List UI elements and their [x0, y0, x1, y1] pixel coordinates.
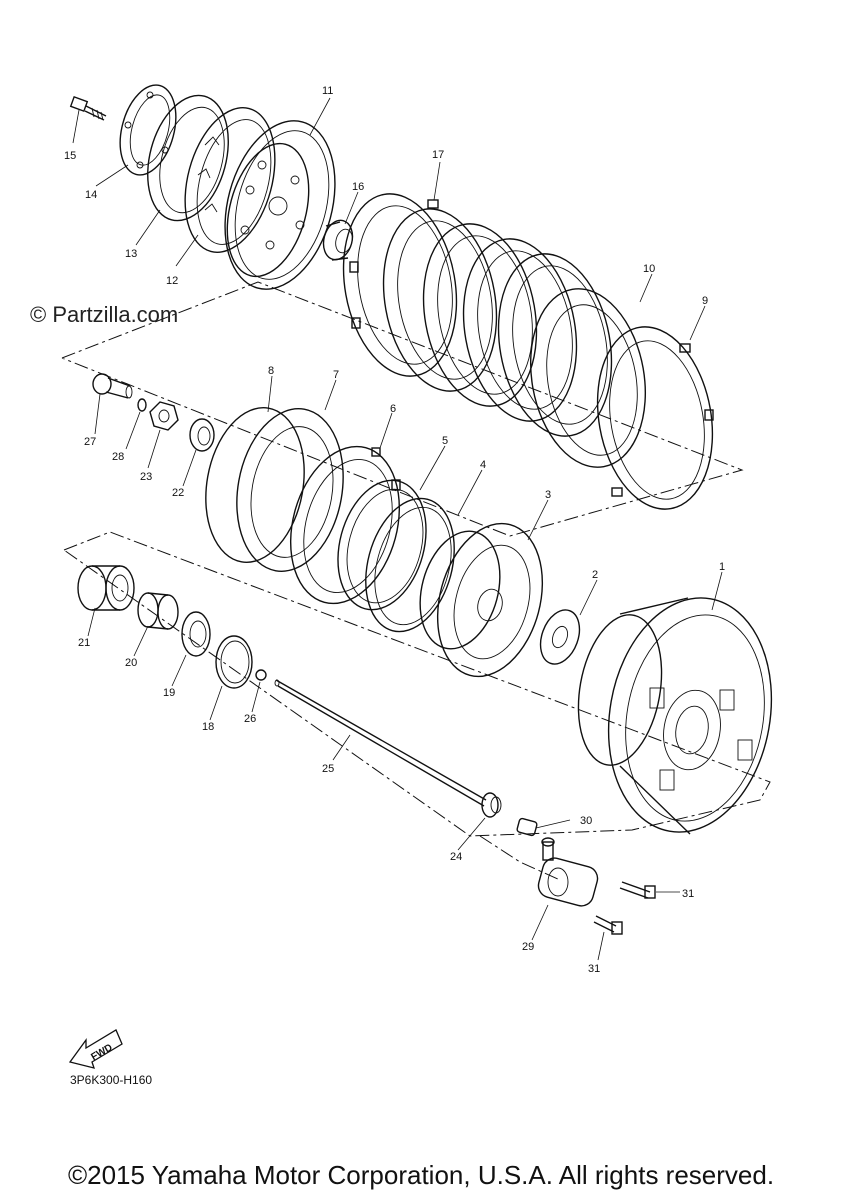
- callout-27: 27: [84, 436, 96, 448]
- leader-lines: [72, 97, 723, 961]
- part-31-bolt-b: [593, 915, 623, 935]
- callout-10: 10: [643, 263, 655, 275]
- part-25-push-rod: [274, 679, 487, 807]
- callout-12: 12: [166, 275, 178, 287]
- part-31-bolt-a: [619, 881, 656, 899]
- callout-24: 24: [450, 851, 462, 863]
- callout-6: 6: [390, 403, 396, 415]
- callout-8: 8: [268, 365, 274, 377]
- callout-4: 4: [480, 459, 486, 471]
- callout-20: 20: [125, 657, 137, 669]
- part-3-clutch-boss: [419, 522, 544, 678]
- callout-2: 2: [592, 569, 598, 581]
- callout-7: 7: [333, 369, 339, 381]
- callout-28: 28: [112, 451, 124, 463]
- callout-23: 23: [140, 471, 152, 483]
- part-30-plug: [516, 817, 538, 837]
- part-29-release-cylinder: [537, 837, 599, 907]
- callout-25: 25: [322, 763, 334, 775]
- part-19-bearing: [181, 611, 211, 657]
- part-13-ring: [147, 94, 229, 222]
- part-10-clutch-plate: [529, 288, 647, 468]
- callout-labels: 15 14 13 12 11 16 17 10 9 8 7 6 5 4 3 2 …: [64, 85, 725, 975]
- fwd-arrow-icon: FWD: [68, 1029, 123, 1069]
- part-20-collar: [137, 592, 179, 630]
- assembly-frame-upper: [61, 281, 744, 537]
- part-27-bolt: [92, 373, 133, 399]
- callout-21: 21: [78, 637, 90, 649]
- part-14-plate: [119, 84, 177, 176]
- part-4-ring: [365, 497, 455, 633]
- callout-11: 11: [322, 85, 333, 97]
- callout-3: 3: [545, 489, 551, 501]
- part-9-friction-plate: [596, 326, 714, 510]
- copyright-notice: ©2015 Yamaha Motor Corporation, U.S.A. A…: [67, 1160, 775, 1190]
- callout-19: 19: [163, 687, 175, 699]
- part-6-friction-plate: [289, 445, 401, 605]
- diagram-code: 3P6K300-H160: [70, 1073, 153, 1087]
- part-18-washer: [215, 635, 253, 689]
- part-8-plate: [205, 407, 305, 563]
- callout-30: 30: [580, 815, 592, 827]
- callout-5: 5: [442, 435, 448, 447]
- callout-14: 14: [85, 189, 97, 201]
- callout-15: 15: [64, 150, 76, 162]
- callout-17: 17: [432, 149, 444, 161]
- part-26-ball: [255, 669, 267, 681]
- callout-1: 1: [719, 561, 725, 573]
- part-11-pressure-plate: [224, 120, 336, 290]
- callout-29: 29: [522, 941, 534, 953]
- part-22-lock-washer: [189, 418, 215, 452]
- callout-31-a: 31: [682, 888, 694, 900]
- callout-22: 22: [172, 487, 184, 499]
- callout-18: 18: [202, 721, 214, 733]
- part-17-friction-plates: [342, 193, 613, 437]
- part-21-bushing: [77, 565, 135, 611]
- callout-26: 26: [244, 713, 256, 725]
- part-16-bearing: [322, 219, 354, 261]
- part-7-clutch-plate: [236, 408, 344, 572]
- part-12-spring-plate: [184, 106, 276, 254]
- callout-13: 13: [125, 248, 137, 260]
- part-24-seal: [481, 792, 502, 818]
- callout-16: 16: [352, 181, 364, 193]
- part-28-washer: [137, 398, 147, 412]
- part-1-clutch-housing: [577, 597, 773, 835]
- part-5-ring: [337, 479, 427, 611]
- part-15-bolt: [69, 96, 107, 121]
- part-2-thrust-washer: [539, 609, 581, 665]
- watermark: © Partzilla.com: [30, 302, 179, 327]
- callout-9: 9: [702, 295, 708, 307]
- part-23-nut: [149, 401, 179, 431]
- callout-31-b: 31: [588, 963, 600, 975]
